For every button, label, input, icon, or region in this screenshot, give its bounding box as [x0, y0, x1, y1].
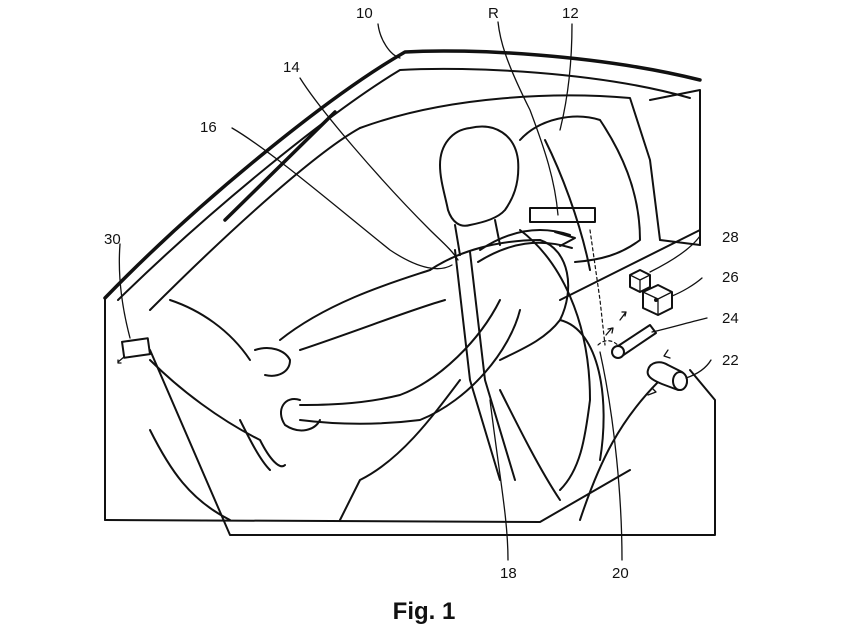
- figure-caption: Fig. 1: [392, 598, 456, 625]
- sensor-30: [117, 337, 151, 364]
- label-18: 18: [500, 565, 517, 582]
- steering-wheel: [149, 299, 286, 521]
- label-28: 28: [722, 229, 739, 246]
- seat-belt: [454, 229, 621, 481]
- label-26: 26: [722, 269, 739, 286]
- label-10: 10: [356, 5, 373, 22]
- label-20: 20: [612, 565, 629, 582]
- label-30: 30: [104, 231, 121, 248]
- vehicle-body: [103, 49, 716, 536]
- leader-lines: [118, 21, 712, 561]
- label-24: 24: [722, 310, 739, 327]
- component-26: [642, 284, 673, 316]
- label-16: 16: [200, 119, 217, 136]
- occupant: [254, 125, 570, 521]
- label-r: R: [488, 5, 499, 22]
- label-22: 22: [722, 352, 739, 369]
- reference-numerals: 10 R 12 14 16 30 28 26 24 22 18 20: [104, 5, 739, 582]
- label-14: 14: [283, 59, 300, 76]
- label-12: 12: [562, 5, 579, 22]
- actuator-22: [646, 349, 688, 396]
- seat: [519, 115, 641, 491]
- component-28: [629, 269, 651, 293]
- component-24: [605, 311, 657, 359]
